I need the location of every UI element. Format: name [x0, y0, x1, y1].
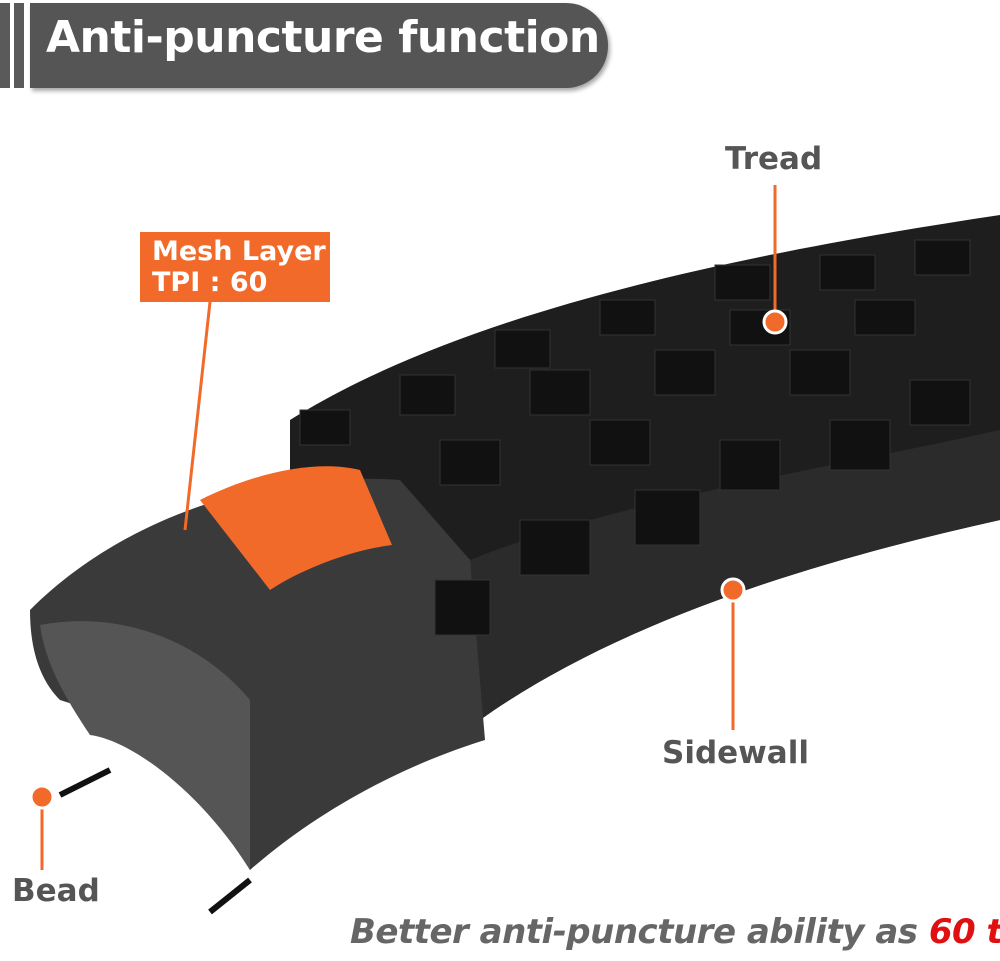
- mesh-layer: [200, 466, 392, 590]
- banner-stripe: [14, 3, 24, 88]
- mesh-callout-line: [183, 301, 212, 531]
- mesh-layer-callout: Mesh Layer TPI : 60: [140, 232, 330, 302]
- tread-label: Tread: [725, 141, 823, 177]
- tread-knobs: [299, 239, 971, 636]
- tire-sidewall: [470, 430, 1000, 720]
- tire-inner: [40, 621, 250, 870]
- sidewall-label: Sidewall: [662, 735, 809, 771]
- bead-marker-icon: [29, 784, 55, 810]
- mesh-tpi-label: TPI : 60: [152, 267, 268, 298]
- tire-cross-section: [30, 478, 485, 870]
- bead-wire: [58, 767, 112, 798]
- mesh-layer-label: Mesh Layer: [152, 236, 326, 267]
- tagline: Better anti-puncture ability as 60 tpi: [350, 912, 1000, 952]
- bead-label: Bead: [12, 873, 100, 909]
- tread-marker-icon: [762, 309, 788, 335]
- tagline-text: Better anti-puncture ability as: [350, 912, 929, 952]
- tire-tread-body: [290, 215, 1000, 720]
- page-title: Anti-puncture function: [46, 12, 600, 63]
- tagline-highlight: 60 tpi: [928, 912, 1000, 952]
- banner-stripe: [0, 3, 10, 88]
- title-banner: [30, 3, 608, 88]
- bead-wire: [208, 877, 252, 915]
- sidewall-marker-icon: [720, 577, 746, 603]
